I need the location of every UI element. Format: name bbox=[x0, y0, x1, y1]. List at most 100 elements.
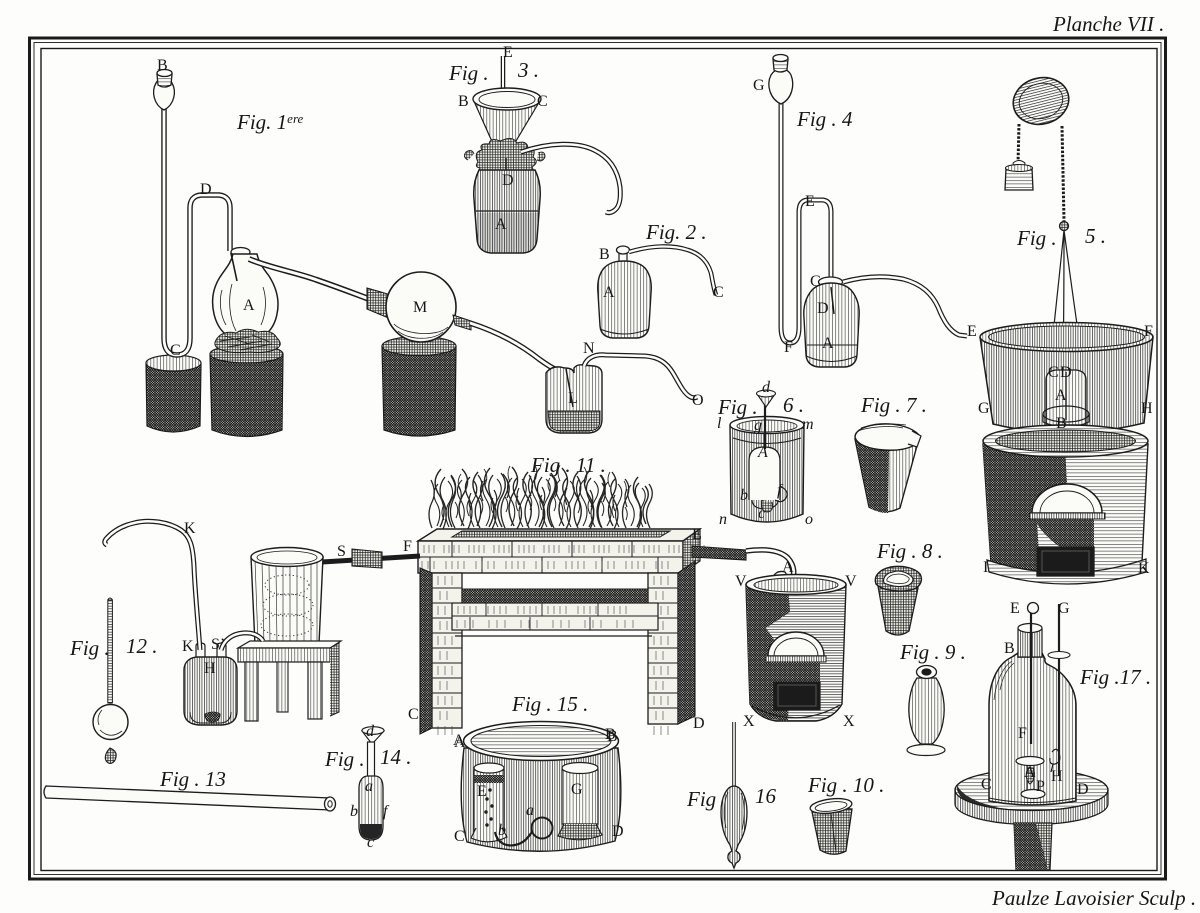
svg-text:E: E bbox=[692, 526, 702, 543]
svg-text:14 .: 14 . bbox=[380, 745, 412, 769]
svg-text:A: A bbox=[453, 732, 465, 749]
svg-text:A: A bbox=[782, 559, 794, 576]
svg-text:f: f bbox=[383, 803, 390, 820]
svg-text:K: K bbox=[182, 638, 194, 655]
svg-text:E: E bbox=[503, 44, 513, 61]
svg-text:B: B bbox=[605, 726, 616, 743]
svg-text:A: A bbox=[603, 284, 615, 301]
svg-text:A: A bbox=[757, 444, 768, 461]
svg-text:Fig. 2 .: Fig. 2 . bbox=[645, 220, 707, 244]
svg-text:E: E bbox=[1010, 600, 1020, 617]
svg-text:3 .: 3 . bbox=[517, 58, 539, 82]
svg-text:Fig . 15 .: Fig . 15 . bbox=[511, 692, 588, 716]
svg-text:O: O bbox=[692, 392, 704, 409]
svg-text:E: E bbox=[477, 783, 487, 800]
svg-text:Paulze Lavoisier Sculp .: Paulze Lavoisier Sculp . bbox=[991, 886, 1196, 910]
svg-text:a: a bbox=[365, 778, 373, 795]
svg-text:b: b bbox=[350, 803, 358, 820]
svg-text:C: C bbox=[537, 93, 548, 110]
svg-text:c: c bbox=[758, 505, 765, 522]
svg-text:C: C bbox=[981, 776, 992, 793]
svg-text:m: m bbox=[802, 416, 814, 433]
svg-text:G: G bbox=[978, 400, 990, 417]
svg-text:6 .: 6 . bbox=[783, 393, 804, 417]
svg-text:K: K bbox=[184, 520, 196, 537]
svg-text:X: X bbox=[843, 713, 855, 730]
svg-text:Planche VII .: Planche VII . bbox=[1052, 12, 1164, 36]
svg-text:F: F bbox=[784, 339, 793, 356]
svg-text:A: A bbox=[822, 335, 834, 352]
svg-text:Fig . 9 .: Fig . 9 . bbox=[899, 640, 966, 664]
svg-text:Fig .: Fig . bbox=[324, 747, 365, 771]
svg-text:D: D bbox=[817, 300, 829, 317]
svg-text:H: H bbox=[1141, 400, 1153, 417]
svg-text:g: g bbox=[754, 417, 762, 434]
svg-text:Fig . 13: Fig . 13 bbox=[159, 767, 226, 791]
svg-text:b: b bbox=[740, 487, 748, 504]
svg-text:I: I bbox=[983, 559, 988, 576]
svg-text:A: A bbox=[1024, 764, 1036, 781]
svg-text:B: B bbox=[599, 246, 610, 263]
svg-text:A: A bbox=[495, 216, 507, 233]
svg-text:B: B bbox=[157, 57, 168, 74]
svg-text:A: A bbox=[243, 297, 255, 314]
svg-text:D: D bbox=[693, 715, 705, 732]
svg-text:V: V bbox=[735, 573, 747, 590]
svg-text:l: l bbox=[717, 415, 722, 432]
svg-text:D: D bbox=[200, 181, 212, 198]
svg-text:d: d bbox=[366, 723, 375, 740]
svg-text:P: P bbox=[1036, 778, 1045, 795]
svg-text:Fig . 4: Fig . 4 bbox=[796, 107, 853, 131]
svg-text:X: X bbox=[743, 713, 755, 730]
svg-text:Fig .: Fig . bbox=[448, 61, 489, 85]
svg-text:D: D bbox=[1077, 781, 1089, 798]
svg-text:S’: S’ bbox=[211, 636, 225, 653]
svg-text:Fig . 8 .: Fig . 8 . bbox=[876, 539, 943, 563]
svg-text:M: M bbox=[413, 299, 427, 316]
svg-text:N: N bbox=[583, 340, 595, 357]
svg-text:5 .: 5 . bbox=[1085, 224, 1106, 248]
svg-text:C: C bbox=[1048, 364, 1059, 381]
svg-text:Fig .: Fig . bbox=[69, 636, 110, 660]
svg-text:n: n bbox=[719, 511, 727, 528]
svg-text:F: F bbox=[1144, 323, 1153, 340]
svg-text:B: B bbox=[1056, 415, 1067, 432]
svg-text:C: C bbox=[810, 273, 821, 290]
svg-text:C: C bbox=[713, 284, 724, 301]
svg-text:D: D bbox=[612, 823, 624, 840]
svg-text:Fig . 11 .: Fig . 11 . bbox=[530, 453, 606, 477]
svg-text:Fig . 10 .: Fig . 10 . bbox=[807, 773, 884, 797]
svg-text:Fig .: Fig . bbox=[686, 787, 727, 811]
svg-text:Fig .: Fig . bbox=[1016, 226, 1057, 250]
svg-text:E: E bbox=[805, 193, 815, 210]
svg-text:G: G bbox=[571, 781, 583, 798]
svg-text:D: D bbox=[1060, 364, 1072, 381]
svg-text:Fig . 7 .: Fig . 7 . bbox=[860, 393, 927, 417]
svg-text:K: K bbox=[1138, 560, 1150, 577]
svg-text:c: c bbox=[367, 834, 374, 851]
svg-text:d: d bbox=[762, 379, 771, 396]
svg-text:f: f bbox=[777, 482, 784, 499]
svg-text:A: A bbox=[1055, 387, 1067, 404]
svg-text:H: H bbox=[204, 660, 216, 677]
svg-text:F: F bbox=[403, 538, 412, 555]
svg-text:B: B bbox=[458, 93, 469, 110]
svg-text:S: S bbox=[337, 543, 346, 560]
svg-text:H: H bbox=[1051, 768, 1063, 785]
svg-text:12 .: 12 . bbox=[126, 634, 158, 658]
svg-text:C: C bbox=[408, 706, 419, 723]
svg-text:C: C bbox=[170, 342, 181, 359]
svg-text:G: G bbox=[1058, 600, 1070, 617]
svg-text:B: B bbox=[1004, 640, 1015, 657]
svg-text:G: G bbox=[753, 77, 765, 94]
svg-text:A: A bbox=[454, 734, 466, 751]
svg-text:L: L bbox=[568, 390, 578, 407]
svg-text:Fig .17 .: Fig .17 . bbox=[1079, 665, 1151, 689]
svg-text:Fig .: Fig . bbox=[717, 395, 758, 419]
svg-text:16: 16 bbox=[755, 784, 777, 808]
svg-text:B: B bbox=[607, 728, 618, 745]
svg-text:V: V bbox=[845, 573, 857, 590]
svg-text:a: a bbox=[526, 802, 534, 819]
svg-text:E: E bbox=[967, 323, 977, 340]
svg-text:C: C bbox=[454, 828, 465, 845]
